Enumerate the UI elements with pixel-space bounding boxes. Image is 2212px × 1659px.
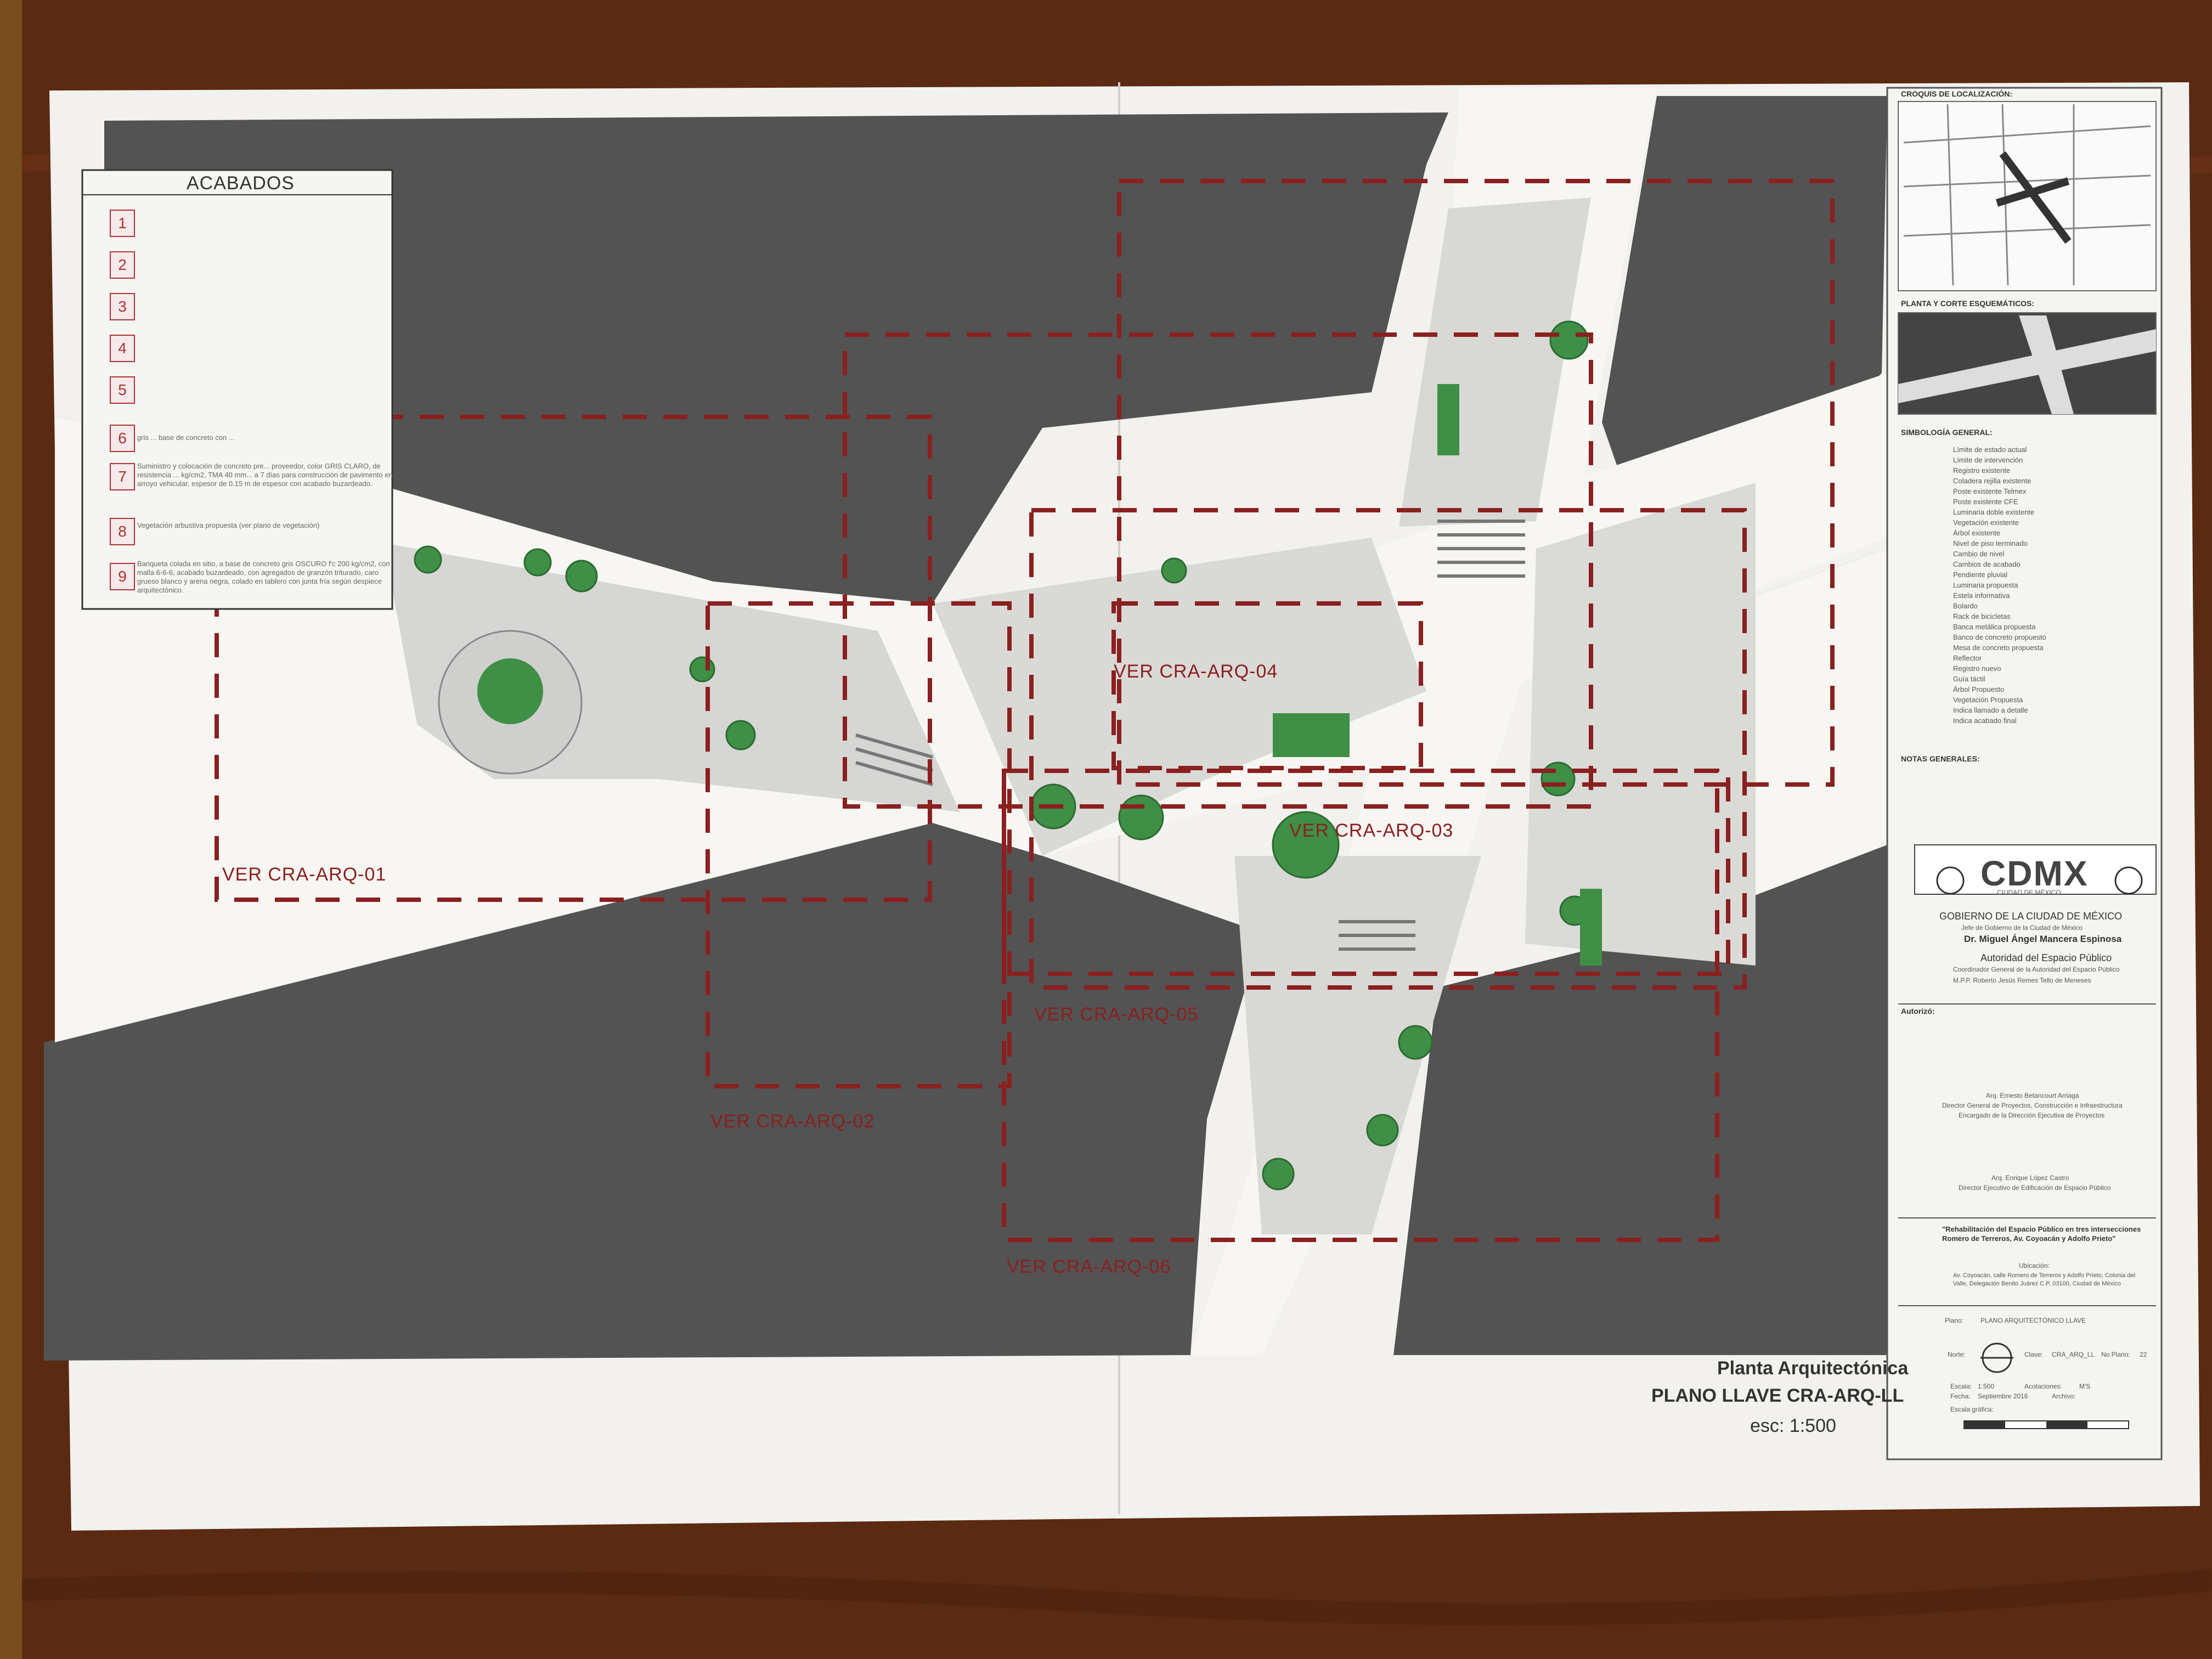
symbol-legend-item: Árbol existente [1953,529,2000,537]
crosswalks [855,520,1525,951]
fecha-value: Septiembre 2016 [1978,1392,2028,1400]
symbol-legend-item: Indica llamado a detalle [1953,706,2028,714]
autoridad-label: Autoridad del Espacio Público [1980,952,2112,963]
clave-label: Clave: [2024,1351,2044,1358]
section-label-02: VER CRA-ARQ-02 [710,1111,875,1132]
jefe-label: Jefe de Gobierno de la Ciudad de México [1961,924,2083,932]
acabados-title: ACABADOS [187,173,295,194]
section-label-03: VER CRA-ARQ-03 [1289,820,1454,841]
croquis-heading: CROQUIS DE LOCALIZACIÓN: [1901,89,2012,98]
acabado-number: 8 [110,518,135,545]
acabado-number: 3 [110,293,135,320]
section-label-06: VER CRA-ARQ-06 [1007,1256,1171,1277]
acotaciones-value: M'S [2079,1383,2091,1390]
symbol-legend-item: Vegetación existente [1953,518,2019,527]
section-frames [215,179,1835,1242]
firma1-name: Arq. Ernesto Betancourt Arriaga [1986,1092,2079,1099]
no-plano-value: 22 [2140,1351,2147,1358]
sidewalk-east [1525,483,1756,966]
symbol-legend-item: Poste existente Telmex [1953,487,2027,495]
symbol-legend-item: Banca metálica propuesta [1953,623,2036,631]
symbol-legend-item: Rack de bicicletas [1953,612,2011,620]
symbol-legend-item: Límite de estado actual [1953,445,2027,454]
firma2-name: Arq. Enrique López Castro [1991,1174,2069,1182]
plan-scale: esc: 1:500 [1750,1415,1836,1436]
section-label-05: VER CRA-ARQ-05 [1034,1004,1199,1025]
planta-corte-heading: PLANTA Y CORTE ESQUEMÁTICOS: [1901,299,2034,308]
symbol-legend-item: Registro existente [1953,466,2011,475]
cdmx-subtitle: CIUDAD DE MÉXICO [1997,889,2061,896]
symbol-legend-item: Coladera rejilla existente [1953,477,2032,485]
plan-code: PLANO LLAVE CRA-ARQ-LL [1651,1385,1904,1406]
symbol-legend-item: Indica acabado final [1953,716,2017,725]
acabado-number: 2 [110,251,135,279]
section-label-01: VER CRA-ARQ-01 [222,864,387,885]
acabado-text: Banqueta colada en sitio, a base de conc… [137,560,390,594]
symbol-legend-item: Pendiente pluvial [1953,571,2008,579]
escala-label: Escala: [1950,1383,1972,1390]
autoriza-label: Autorizó: [1901,1007,1935,1015]
firma1-role: Director General de Proyectos, Construcc… [1942,1102,2123,1109]
sidewalk-south-arm [1234,856,1481,1234]
acabado-number: 7 [110,463,135,490]
acabado-number: 6 [110,425,135,452]
coordinador-name: M.P.P. Roberto Jesús Remes Tello de Mene… [1953,977,2091,984]
symbol-legend-item: Cambios de acabado [1953,560,2021,568]
symbol-legend-item: Límite de intervención [1953,456,2023,464]
firma2-role: Director Ejecutivo de Edificación de Esp… [1959,1184,2111,1192]
symbol-legend-item: Guía táctil [1953,675,1985,683]
symbol-legend-item: Poste existente CFE [1953,498,2018,506]
ubicacion-text: Av. Coyoacán, calle Romero de Terreros y… [1953,1272,2136,1287]
symbol-legend-item: Mesa de concreto propuesta [1953,644,2044,652]
notas-heading: NOTAS GENERALES: [1901,754,1980,763]
symbol-legend-item: Luminaria propuesta [1953,581,2018,589]
ubicacion-label: Ubicación: [2019,1262,2050,1269]
fecha-label: Fecha: [1950,1392,1971,1400]
acabado-number: 9 [110,563,135,590]
symbol-legend-item: Registro nuevo [1953,664,2001,673]
section-label-04: VER CRA-ARQ-04 [1114,661,1278,682]
escala-grafica-label: Escala gráfica: [1950,1406,1994,1413]
symbol-legend-item: Árbol Propuesto [1953,685,2005,693]
city-block-nw [55,112,1448,609]
acabado-text: Suministro y colocación de concreto pre.… [137,462,393,488]
plano-label: Plano: [1945,1317,1964,1324]
symbol-legend-item: Cambio de nivel [1953,550,2005,558]
project-title: "Rehabilitación del Espacio Público en t… [1942,1225,2141,1243]
acabado-text: Vegetación arbustiva propuesta (ver plan… [137,521,320,529]
symbol-legend-item: Banco de concreto propuesto [1953,633,2046,641]
no-plano-label: No Plano: [2101,1351,2130,1358]
cdmx-logo-text: CDMX [1980,854,2089,893]
jefe-name: Dr. Miguel Ángel Mancera Espinosa [1964,934,2122,944]
acabado-number: 5 [110,376,135,404]
symbol-legend-item: Vegetación Propuesta [1953,696,2023,704]
plano-value: PLANO ARQUITECTÓNICO LLAVE [1980,1317,2086,1324]
norte-label: Norte: [1948,1351,1966,1358]
acabado-number: 4 [110,335,135,362]
archivo-label: Archivo: [2052,1392,2076,1400]
firma1-role2: Encargado de la Dirección Ejecutiva de P… [1959,1111,2105,1119]
gobierno-label: GOBIERNO DE LA CIUDAD DE MÉXICO [1939,911,2123,922]
symbol-legend-item: Reflector [1953,654,1982,662]
city-block-sw [44,823,1262,1361]
clave-value: CRA_ARQ_LL [2052,1351,2095,1358]
symbol-legend-item: Bolardo [1953,602,1978,610]
symbol-legend-item: Luminaria doble existente [1953,508,2035,516]
acabado-number: 1 [110,210,135,237]
plan-title: Planta Arquitectónica [1717,1358,1909,1379]
escala-value: 1:500 [1978,1383,1995,1390]
coordinador-label: Coordinador General de la Autoridad del … [1953,966,2120,973]
sidewalk-center [933,538,1426,856]
symbol-legend-item: Estela informativa [1953,591,2010,600]
cdmx-logo: CDMX [1980,853,2088,894]
simbologia-heading: SIMBOLOGÍA GENERAL: [1901,428,1993,437]
symbol-legend-item: Nivel de piso terminado [1953,539,2028,548]
acabado-text: gris ... base de concreto con ... [137,433,235,442]
acotaciones-label: Acotaciones: [2024,1383,2062,1390]
